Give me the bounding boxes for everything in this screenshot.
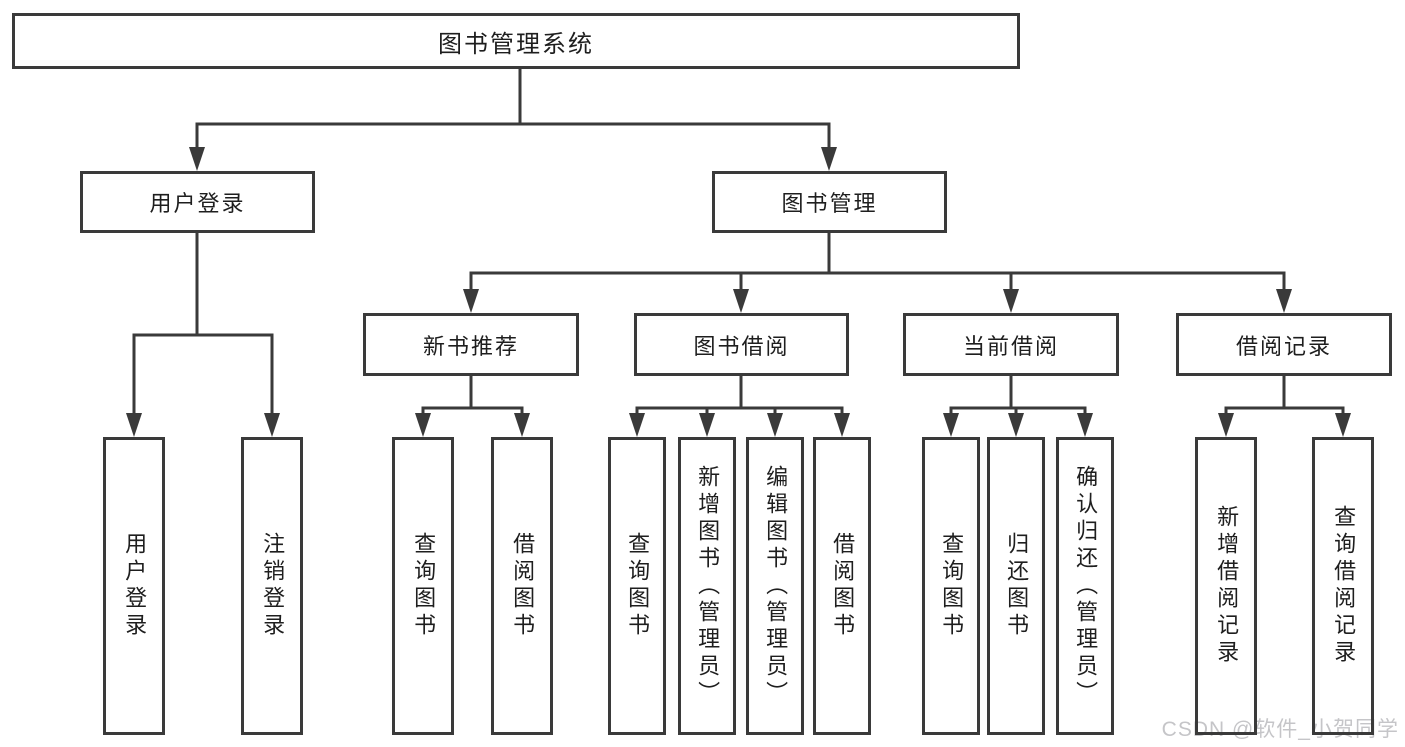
node-user-login-action: 用户登录 [103, 437, 165, 735]
node-label: 查询图书 [625, 532, 651, 640]
node-new-book-recommendation: 新书推荐 [363, 313, 579, 376]
node-current-borrowing: 当前借阅 [903, 313, 1119, 376]
node-borrowing-records: 借阅记录 [1176, 313, 1392, 376]
node-book-borrowing: 图书借阅 [634, 313, 849, 376]
connector-book-borrowing-to-leaves [629, 374, 850, 437]
node-edit-books-admin: 编辑图书（管理员） [746, 437, 804, 735]
node-label: 当前借阅 [962, 333, 1059, 359]
node-label: 新增借阅记录 [1214, 505, 1240, 667]
node-add-books-admin: 新增图书（管理员） [678, 437, 736, 735]
node-label: 查询图书 [411, 532, 437, 640]
node-label: 用户登录 [149, 191, 246, 216]
connector-root-to-level1 [189, 67, 837, 171]
node-label: 借阅图书 [830, 532, 856, 640]
node-confirm-return-admin: 确认归还（管理员） [1056, 437, 1114, 735]
node-book-management: 图书管理 [712, 171, 947, 233]
node-label: 图书管理 [781, 191, 878, 216]
node-query-books-current: 查询图书 [922, 437, 980, 735]
node-label: 借阅记录 [1235, 333, 1332, 359]
node-label: 编辑图书（管理员） [763, 464, 789, 708]
node-query-borrow-record: 查询借阅记录 [1312, 437, 1374, 735]
connector-borrowing-records-to-leaves [1218, 374, 1351, 437]
node-borrow-books-borrowing: 借阅图书 [813, 437, 871, 735]
node-logout-action: 注销登录 [241, 437, 303, 735]
connector-book-management-to-level2 [463, 231, 1292, 313]
node-label: 查询借阅记录 [1331, 505, 1357, 667]
csdn-watermark: CSDN @软件_小贺同学 [1161, 718, 1399, 741]
node-query-books-borrowing: 查询图书 [608, 437, 666, 735]
node-label: 新书推荐 [422, 333, 519, 359]
node-label: 新增图书（管理员） [695, 464, 721, 708]
node-borrow-books-newbook: 借阅图书 [491, 437, 553, 735]
node-label: 注销登录 [260, 532, 286, 640]
connector-new-book-to-leaves [415, 374, 530, 437]
node-add-borrow-record: 新增借阅记录 [1195, 437, 1257, 735]
node-query-books-newbook: 查询图书 [392, 437, 454, 735]
node-user-login: 用户登录 [80, 171, 315, 233]
connector-current-borrowing-to-leaves [943, 374, 1093, 437]
node-return-books: 归还图书 [987, 437, 1045, 735]
node-library-management-system: 图书管理系统 [12, 13, 1020, 69]
node-label: 归还图书 [1004, 532, 1030, 640]
node-label: 借阅图书 [510, 532, 536, 640]
node-label: 图书管理系统 [438, 30, 594, 58]
node-label: 用户登录 [122, 532, 148, 640]
node-label: 查询图书 [939, 532, 965, 640]
node-label: 图书借阅 [693, 333, 790, 359]
node-label: 确认归还（管理员） [1073, 464, 1099, 708]
connector-user-login-to-leaves [126, 231, 280, 437]
